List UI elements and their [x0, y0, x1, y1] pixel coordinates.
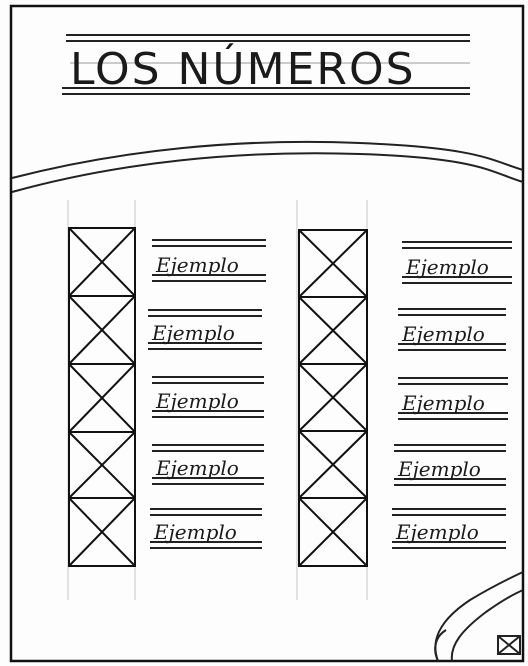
crossed-box-icon: [68, 227, 136, 297]
crossed-box-icon: [298, 497, 368, 567]
paper-curl-icon: [434, 571, 524, 662]
crossed-box-icon: [68, 295, 136, 365]
box-column-frame: [298, 229, 368, 567]
example-label: Ejemplo: [155, 253, 239, 277]
label-row: Ejemplo: [150, 508, 262, 549]
label-column-right: Ejemplo Ejemplo Ejemplo Ej: [392, 241, 512, 549]
box-column-right: [298, 229, 368, 567]
example-label: Ejemplo: [153, 520, 237, 544]
page-frame: [9, 4, 525, 663]
label-row: Ejemplo: [392, 508, 506, 549]
envelope-icon: [497, 635, 521, 655]
label-row: Ejemplo: [152, 239, 266, 282]
crossed-box-icon: [298, 229, 368, 298]
example-label: Ejemplo: [155, 456, 239, 480]
label-row: Ejemplo: [394, 444, 506, 486]
crossed-box-icon: [298, 430, 368, 499]
crossed-box-icon: [68, 431, 136, 499]
title-ruling: [62, 34, 470, 95]
crossed-box-icon: [298, 296, 368, 365]
label-row: Ejemplo: [402, 241, 512, 284]
label-row: Ejemplo: [152, 444, 264, 485]
label-row: Ejemplo: [398, 308, 506, 351]
label-column-left: Ejemplo Ejemplo Ejemplo Ej: [148, 239, 266, 549]
label-row: Ejemplo: [398, 377, 508, 420]
page-title: LOS NÚMEROS: [70, 42, 416, 95]
label-row: Ejemplo: [152, 376, 264, 418]
wave-decoration: [11, 140, 524, 193]
box-column-left: [68, 227, 136, 567]
box-column-frame: [68, 227, 136, 567]
example-label: Ejemplo: [151, 321, 235, 345]
crossed-box-icon: [68, 497, 136, 567]
crossed-box-icon: [298, 363, 368, 432]
label-row: Ejemplo: [148, 309, 262, 350]
example-label: Ejemplo: [395, 520, 479, 544]
example-label: Ejemplo: [397, 457, 481, 481]
example-label: Ejemplo: [401, 322, 485, 346]
example-label: Ejemplo: [401, 391, 485, 415]
crossed-box-icon: [68, 363, 136, 433]
example-label: Ejemplo: [155, 389, 239, 413]
example-label: Ejemplo: [405, 255, 489, 279]
